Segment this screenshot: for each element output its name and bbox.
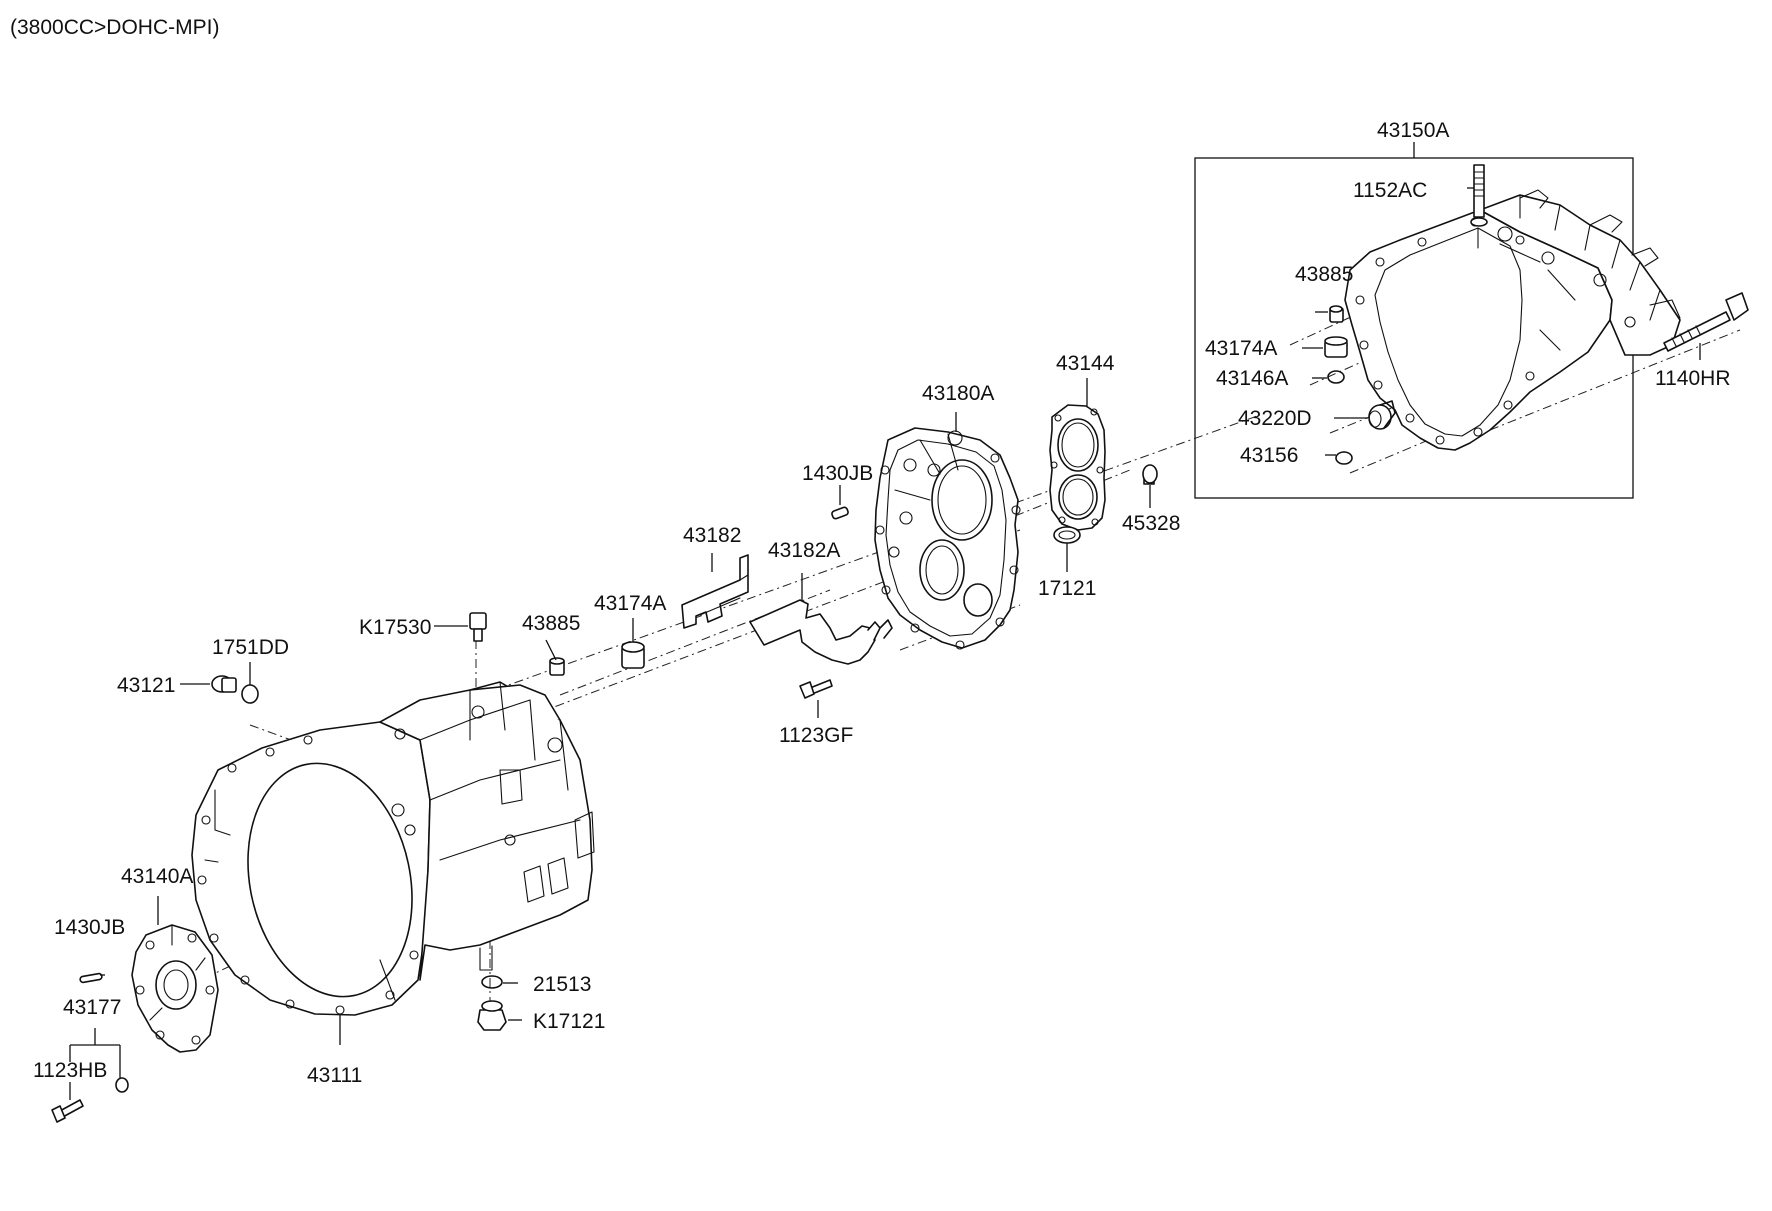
pin-1430JB-left	[79, 972, 103, 984]
label-43156: 43156	[1240, 444, 1298, 467]
plug-K17121	[477, 1000, 522, 1031]
gasket-43144	[1049, 378, 1106, 531]
rear-case-43150A	[1344, 189, 1681, 451]
bracket-43182A	[749, 573, 893, 665]
label-43140A: 43140A	[121, 865, 193, 888]
ring-43146A	[1327, 370, 1345, 384]
label-45328: 45328	[1122, 512, 1180, 535]
bracket-43177-1123HB-leaders	[69, 1028, 121, 1078]
diagram-header: (3800CC>DOHC-MPI)	[10, 16, 219, 39]
switch-K17530	[434, 612, 487, 642]
label-K17530: K17530	[359, 616, 431, 639]
washer-21513	[481, 975, 518, 989]
label-1140HR: 1140HR	[1655, 367, 1731, 390]
dowel-43885-center	[549, 657, 565, 676]
leader-lines	[100, 187, 1701, 976]
label-43182: 43182	[683, 524, 741, 547]
bolt-1123HB	[51, 1082, 84, 1123]
label-17121: 17121	[1038, 577, 1096, 600]
label-1123HB: 1123HB	[33, 1059, 107, 1082]
label-43174A-center: 43174A	[594, 592, 666, 615]
seal-17121	[1053, 526, 1081, 572]
bracket-43182	[681, 553, 749, 629]
label-K17121: K17121	[533, 1010, 605, 1033]
label-1751DD: 1751DD	[212, 636, 289, 659]
label-43180A: 43180A	[922, 382, 994, 405]
label-43111: 43111	[307, 1064, 362, 1087]
label-43182A: 43182A	[768, 539, 840, 562]
bushing-43174A-right	[1324, 336, 1348, 358]
washer-1751DD	[241, 662, 259, 704]
label-43150A: 43150A	[1377, 119, 1449, 142]
label-43144: 43144	[1056, 352, 1115, 375]
bolt-1123GF	[799, 679, 833, 718]
plug-43121	[180, 675, 237, 693]
label-1430JB-left: 1430JB	[54, 916, 125, 939]
bolt-1140HR	[1663, 292, 1749, 352]
label-43885-center: 43885	[522, 612, 580, 635]
transmission-case-43111	[191, 681, 595, 1045]
label-43174A-right: 43174A	[1205, 337, 1277, 360]
snap-ring-43156	[1335, 451, 1353, 465]
label-43146A: 43146A	[1216, 367, 1288, 390]
label-43121: 43121	[117, 674, 175, 697]
bearing-43220D	[1368, 400, 1396, 430]
label-21513: 21513	[533, 973, 591, 996]
bushing-43174A-center	[621, 618, 645, 669]
dowel-43885-right	[1329, 305, 1344, 323]
plug-45328	[1142, 464, 1158, 508]
adapter-plate-43180A	[874, 412, 1021, 650]
pin-1430JB-center	[831, 485, 849, 520]
washer-43177	[115, 1077, 129, 1093]
label-1430JB-center: 1430JB	[802, 462, 873, 485]
label-43885-right: 43885	[1295, 263, 1353, 286]
front-cover-43140A	[131, 896, 219, 1053]
label-1123GF: 1123GF	[779, 724, 853, 747]
label-43177: 43177	[63, 996, 121, 1019]
label-43220D: 43220D	[1238, 407, 1312, 430]
label-1152AC: 1152AC	[1353, 179, 1427, 202]
part-labels: 43150A 1152AC 43885 43174A 43146A 43220D…	[33, 119, 1731, 1087]
stud-1152AC	[1470, 164, 1488, 227]
